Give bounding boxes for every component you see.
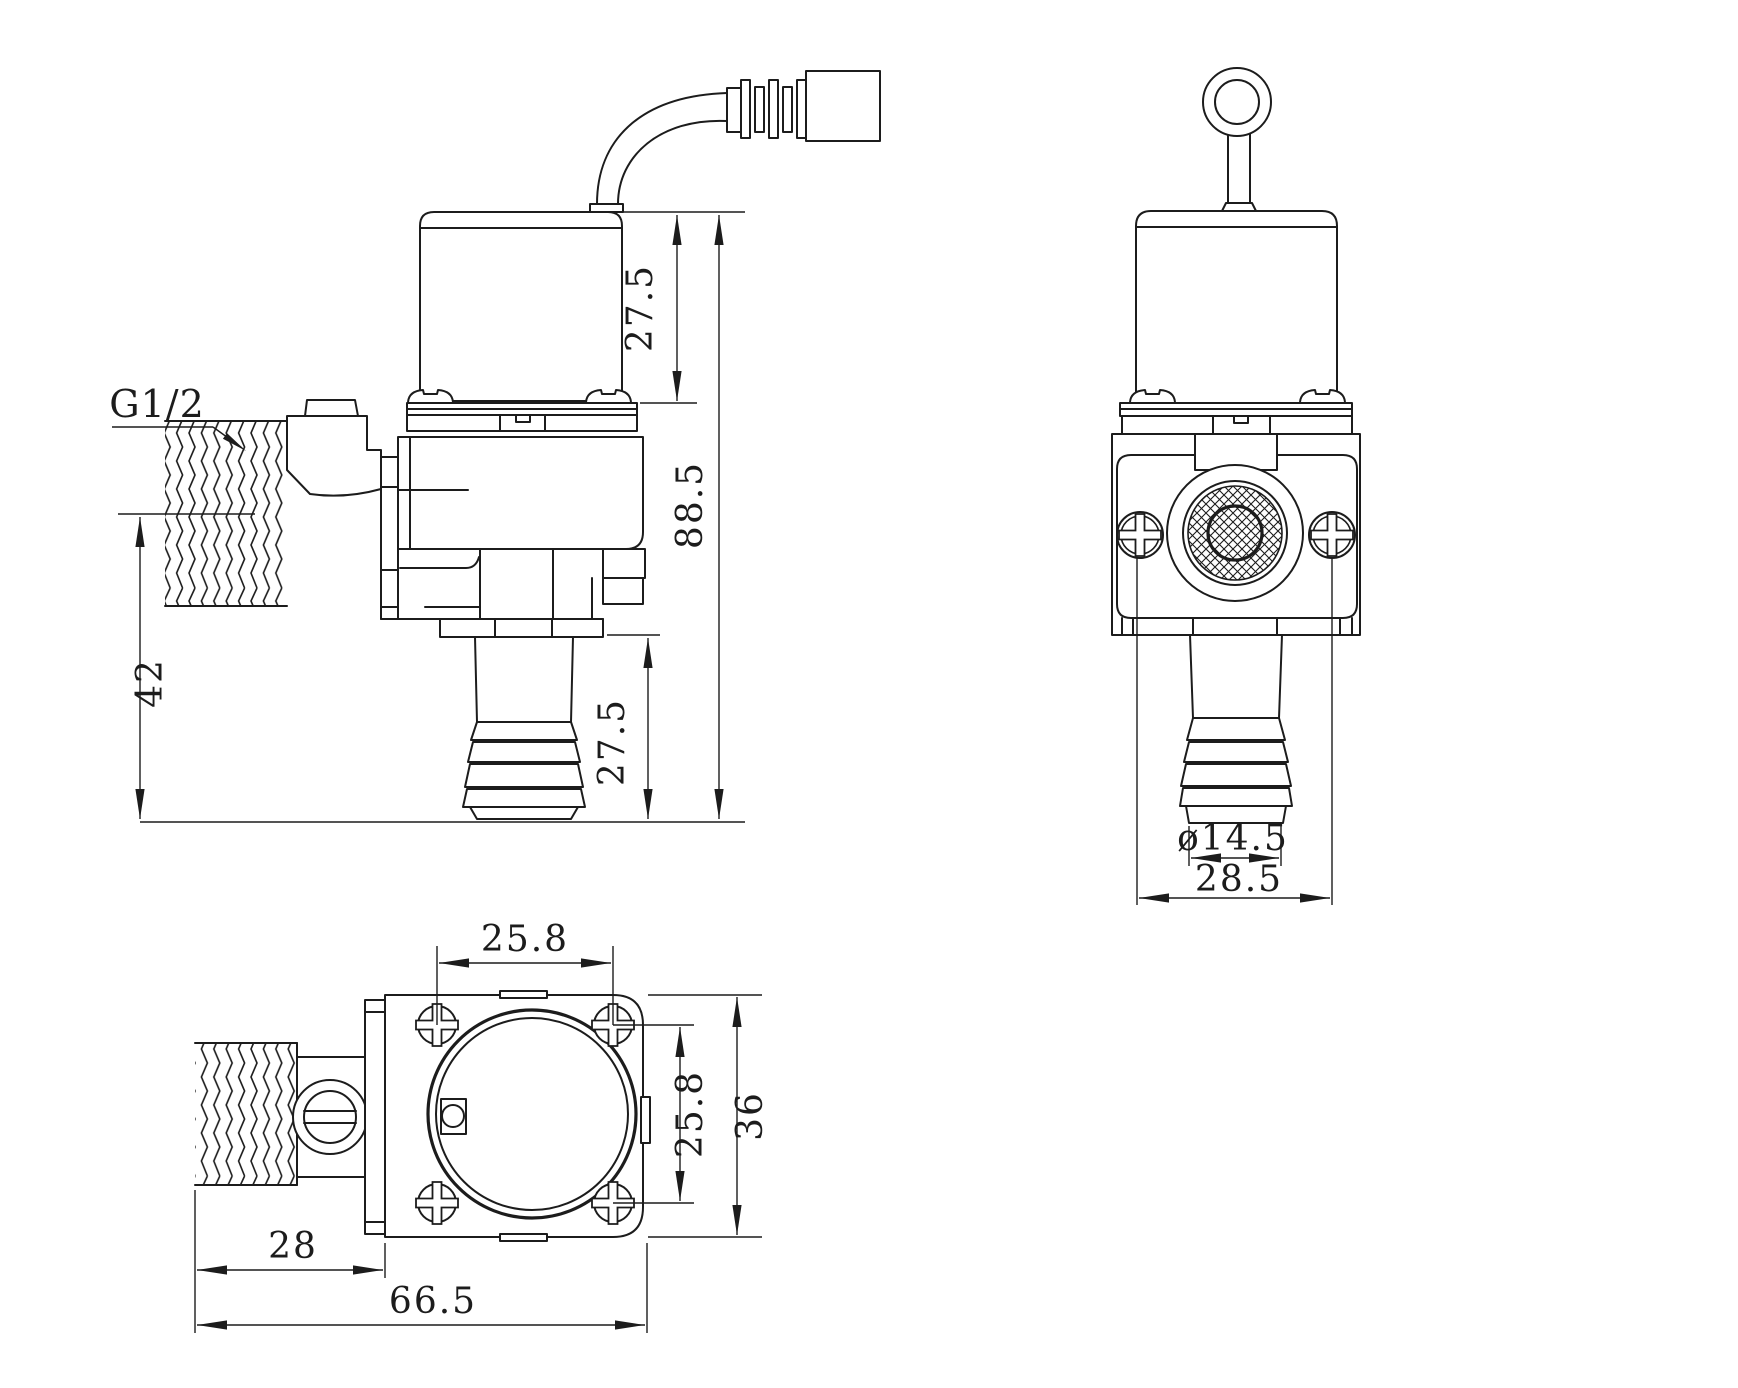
mounting-plate <box>384 990 651 1242</box>
bottom-view: 25.8 25.8 36 28 66.5 <box>194 919 771 1333</box>
cable-inner-edge <box>617 119 728 205</box>
barb-outlet-front <box>1179 634 1293 824</box>
sensor-port <box>441 1104 465 1128</box>
plate-side-strip <box>364 999 386 1235</box>
ring-stem <box>1227 131 1251 212</box>
side-view-dimensions: G1/2 27.5 88.5 42 27.5 <box>109 211 745 823</box>
inlet-neck <box>380 456 399 620</box>
dim-screw-spacing-horizontal: 25.8 <box>481 919 569 960</box>
side-view: G1/2 27.5 88.5 42 27.5 <box>109 70 881 823</box>
adjuster-block <box>292 1056 368 1178</box>
coil-body <box>419 211 623 402</box>
dim-outlet-diameter: ø14.5 <box>1177 818 1289 859</box>
bracket-plate-front <box>1119 402 1353 435</box>
dim-body-width: 28.5 <box>1195 859 1283 900</box>
connector-plug <box>805 70 881 142</box>
strain-relief-rib <box>740 79 751 139</box>
threaded-inlet <box>164 399 382 607</box>
cable-grommet <box>589 203 624 213</box>
coil-body-front <box>1135 210 1338 404</box>
strain-relief-rib <box>768 79 779 139</box>
dim-barb-height: 27.5 <box>592 698 633 786</box>
dim-inlet-center-to-base: 42 <box>130 658 171 708</box>
bracket-plate <box>406 402 638 432</box>
dim-plate-height: 36 <box>730 1091 771 1141</box>
inlet-bore <box>1206 504 1264 562</box>
bonnet-cap <box>304 399 359 417</box>
dim-thread-length: 28 <box>268 1226 318 1267</box>
dim-overall-length: 66.5 <box>389 1281 477 1322</box>
front-view-dimensions: ø14.5 28.5 <box>1136 558 1333 905</box>
outlet-flange <box>439 618 604 638</box>
pull-ring-hole <box>1214 79 1260 125</box>
dim-coil-height: 27.5 <box>620 264 661 352</box>
strain-relief-rib <box>754 86 765 133</box>
barb-outlet <box>462 636 586 820</box>
valve-body <box>380 436 646 638</box>
dim-overall-height: 88.5 <box>670 461 711 549</box>
bonnet <box>286 415 382 497</box>
phillips-screw <box>1116 511 1164 559</box>
stem-base <box>1221 202 1257 212</box>
diaphragm-bore <box>426 1008 638 1220</box>
bottom-view-dimensions: 25.8 25.8 36 28 66.5 <box>194 919 771 1333</box>
dim-screw-spacing-vertical: 25.8 <box>670 1070 711 1158</box>
body-block <box>397 436 644 550</box>
front-view: ø14.5 28.5 <box>1111 67 1361 905</box>
strain-relief-rib <box>796 79 807 139</box>
strain-relief-rib <box>782 86 793 133</box>
valve-body-front <box>1111 433 1361 636</box>
phillips-screw <box>1308 511 1356 559</box>
connector-collar <box>726 87 742 133</box>
threaded-inlet-bottom <box>194 1042 298 1186</box>
leader-arrowhead <box>222 433 246 451</box>
cable-outer-edge <box>596 92 728 205</box>
thread-size-label: G1/2 <box>109 382 205 426</box>
filter-mesh <box>1187 485 1283 581</box>
cable-and-connector <box>589 70 881 213</box>
filter-rim <box>1182 480 1288 586</box>
